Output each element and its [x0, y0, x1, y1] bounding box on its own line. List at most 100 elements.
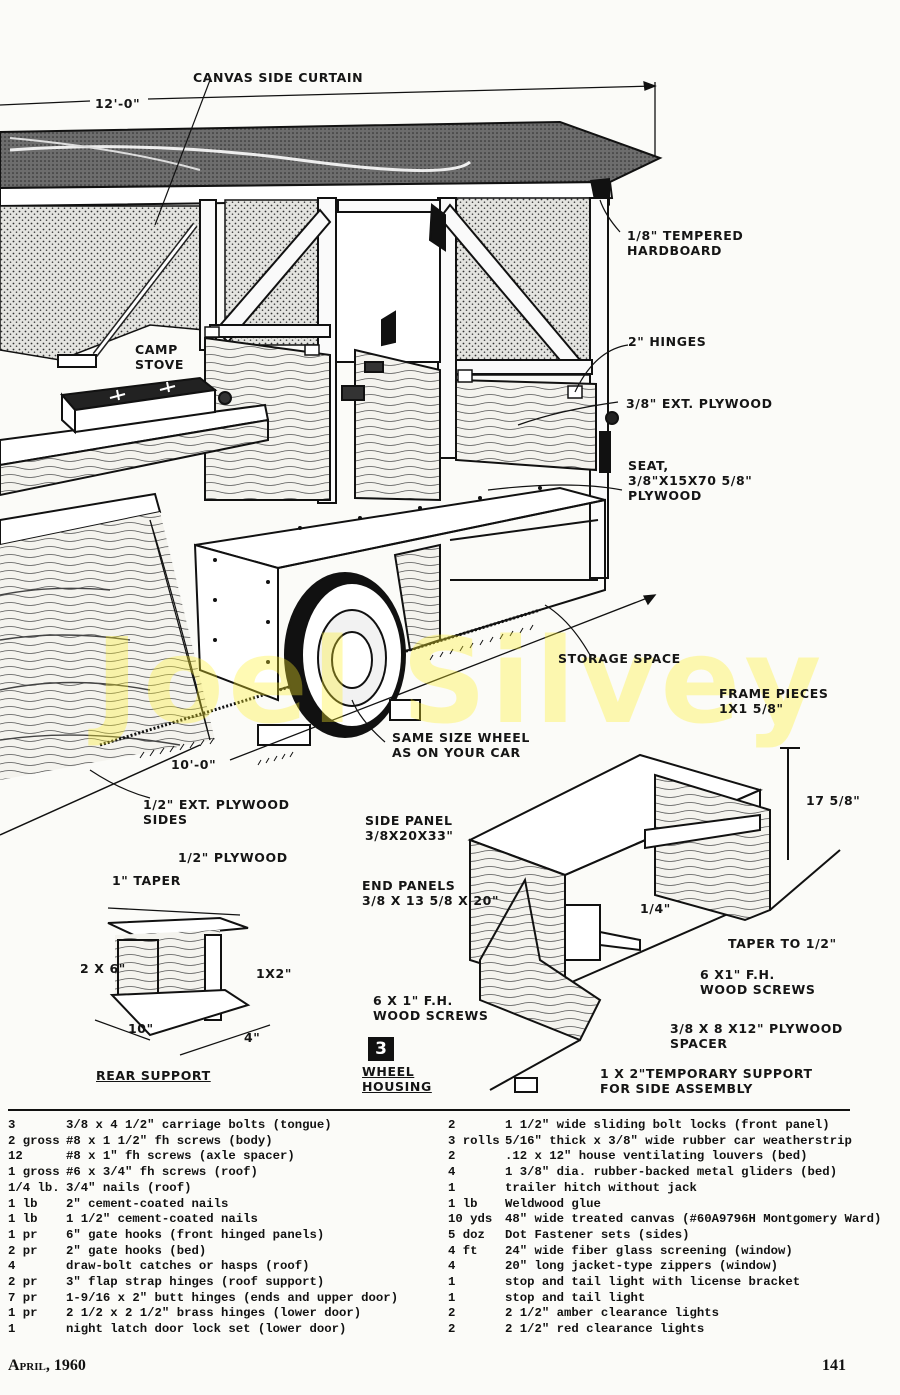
label-quarter-inch: 1/4"	[640, 901, 671, 916]
materials-desc: 1 1/2" wide sliding bolt locks (front pa…	[505, 1118, 830, 1132]
canvas-side-curtain	[0, 79, 211, 361]
materials-desc: 2" gate hooks (bed)	[66, 1243, 207, 1258]
roof-panel	[0, 120, 663, 220]
materials-row: 1 trailer hitch without jack	[448, 1181, 881, 1197]
materials-qty: 2 pr	[8, 1243, 38, 1258]
seat-storage-box	[193, 486, 606, 702]
materials-desc: 1 1/2" cement-coated nails	[66, 1212, 258, 1227]
materials-desc: 2 1/2 x 2 1/2" brass hinges (lower door)	[66, 1306, 362, 1321]
materials-row: 2 2 1/2" amber clearance lights	[448, 1306, 881, 1322]
section-divider	[8, 1109, 850, 1111]
materials-qty: 1	[448, 1275, 456, 1290]
materials-desc: stop and tail light with license bracket	[505, 1275, 801, 1290]
materials-desc: 20" long jacket-type zippers (window)	[505, 1259, 779, 1274]
materials-qty: 1 gross	[8, 1165, 60, 1180]
materials-desc: 24" wide fiber glass screening (window)	[505, 1243, 793, 1258]
dimension-12ft	[0, 81, 657, 160]
materials-desc: #8 x 1 1/2" fh screws (body)	[66, 1133, 273, 1148]
ground-marks	[139, 624, 534, 766]
label-dimension-12ft: 12'-0"	[95, 96, 141, 111]
camp-stove	[0, 223, 270, 497]
label-side-panel: SIDE PANEL 3/8X20X33"	[365, 813, 454, 843]
label-dimension-17in: 17 5/8"	[806, 793, 861, 808]
materials-qty: 4 ft	[448, 1243, 478, 1258]
label-tempered-hardboard: 1/8" TEMPERED HARDBOARD	[627, 228, 744, 258]
materials-desc: Dot Fastener sets (sides)	[505, 1227, 690, 1242]
materials-desc: 1 3/8" dia. rubber-backed metal gliders …	[505, 1165, 838, 1180]
materials-desc: 3/8 x 4 1/2" carriage bolts (tongue)	[66, 1118, 332, 1132]
caption-rear-support: REAR SUPPORT	[96, 1068, 211, 1083]
materials-list-right: 2 1 1/2" wide sliding bolt locks (front p…	[448, 1118, 881, 1338]
materials-desc: 2 1/2" amber clearance lights	[505, 1306, 720, 1321]
label-taper-to-half: TAPER TO 1/2"	[728, 936, 837, 951]
label-ext-plywood: 3/8" EXT. PLYWOOD	[626, 396, 773, 411]
materials-qty: 2	[448, 1118, 456, 1132]
label-dimension-10in: 10"	[128, 1021, 154, 1036]
materials-row: 4 ft 24" wide fiber glass screening (wind…	[448, 1244, 881, 1260]
dimension-10ft	[229, 594, 657, 761]
label-end-panels: END PANELS 3/8 X 13 5/8 X 20"	[362, 878, 500, 908]
materials-desc: trailer hitch without jack	[505, 1180, 697, 1195]
materials-desc: 3" flap strap hinges (roof support)	[66, 1275, 325, 1290]
materials-qty: 1	[8, 1322, 16, 1337]
materials-qty: 10 yds	[448, 1212, 493, 1227]
issue-date: April, 1960	[8, 1357, 86, 1374]
materials-qty: 1	[448, 1180, 456, 1195]
materials-desc: stop and tail light	[505, 1290, 646, 1305]
caption-wheel-housing: WHEEL HOUSING	[362, 1064, 432, 1094]
trailer-construction-illustration	[0, 79, 841, 1093]
materials-qty: 2	[448, 1322, 456, 1337]
wheel	[257, 572, 421, 746]
materials-row: 1/4 lb.3/4" nails (roof)	[8, 1181, 398, 1197]
materials-qty: 1 lb	[8, 1196, 38, 1211]
materials-row: 2 pr 2" gate hooks (bed)	[8, 1244, 398, 1260]
materials-qty: 2	[448, 1306, 456, 1321]
materials-qty: 7 pr	[8, 1290, 38, 1305]
materials-desc: 6" gate hooks (front hinged panels)	[66, 1227, 325, 1242]
label-camp-stove: CAMP STOVE	[135, 342, 185, 372]
label-wood-screws-right: 6 X1" F.H. WOOD SCREWS	[700, 967, 816, 997]
materials-qty: 12	[8, 1149, 23, 1164]
label-same-size-wheel: SAME SIZE WHEEL AS ON YOUR CAR	[392, 730, 530, 760]
materials-row: 2 2 1/2" red clearance lights	[448, 1322, 881, 1338]
materials-desc: 48" wide treated canvas (#60A9796H Montg…	[505, 1212, 882, 1227]
materials-qty: 4	[448, 1165, 456, 1180]
materials-row: 1 gross#6 x 3/4" fh screws (roof)	[8, 1165, 398, 1181]
materials-desc: 2 1/2" red clearance lights	[505, 1322, 705, 1337]
label-1in-taper: 1" TAPER	[112, 873, 181, 888]
materials-row: 4 1 3/8" dia. rubber-backed metal gliders…	[448, 1165, 881, 1181]
materials-desc: 5/16" thick x 3/8" wide rubber car weath…	[505, 1133, 852, 1148]
wheel-housing-assembly	[467, 747, 841, 1093]
materials-qty: 1 lb	[8, 1212, 38, 1227]
materials-qty: 2	[448, 1149, 456, 1164]
materials-row: 1 pr 6" gate hooks (front hinged panels)	[8, 1228, 398, 1244]
materials-desc: 1-9/16 x 2" butt hinges (ends and upper …	[66, 1290, 399, 1305]
door	[335, 203, 446, 502]
materials-row: 2 1 1/2" wide sliding bolt locks (front p…	[448, 1118, 881, 1134]
materials-row: 12 #8 x 1" fh screws (axle spacer)	[8, 1149, 398, 1165]
label-1x2: 1X2"	[256, 966, 292, 981]
materials-desc: #8 x 1" fh screws (axle spacer)	[66, 1149, 295, 1164]
materials-row: 3 rolls 5/16" thick x 3/8" wide rubber ca…	[448, 1134, 881, 1150]
materials-qty: 1 pr	[8, 1227, 38, 1242]
label-2x6: 2 X 6"	[80, 961, 126, 976]
label-temporary-support: 1 X 2"TEMPORARY SUPPORT FOR SIDE ASSEMBL…	[600, 1066, 813, 1096]
rear-support	[94, 907, 271, 1056]
materials-row: 2 gross#8 x 1 1/2" fh screws (body)	[8, 1134, 398, 1150]
materials-qty: 1/4 lb.	[8, 1180, 60, 1195]
materials-row: 1 stop and tail light with license bracke…	[448, 1275, 881, 1291]
materials-qty: 3 rolls	[448, 1133, 500, 1148]
materials-row: 1 lb 1 1/2" cement-coated nails	[8, 1212, 398, 1228]
label-frame-pieces: FRAME PIECES 1X1 5/8"	[719, 686, 829, 716]
materials-desc: 2" cement-coated nails	[66, 1196, 229, 1211]
page-number: 141	[822, 1357, 846, 1374]
body-side	[0, 492, 541, 836]
materials-qty: 1	[448, 1290, 456, 1305]
